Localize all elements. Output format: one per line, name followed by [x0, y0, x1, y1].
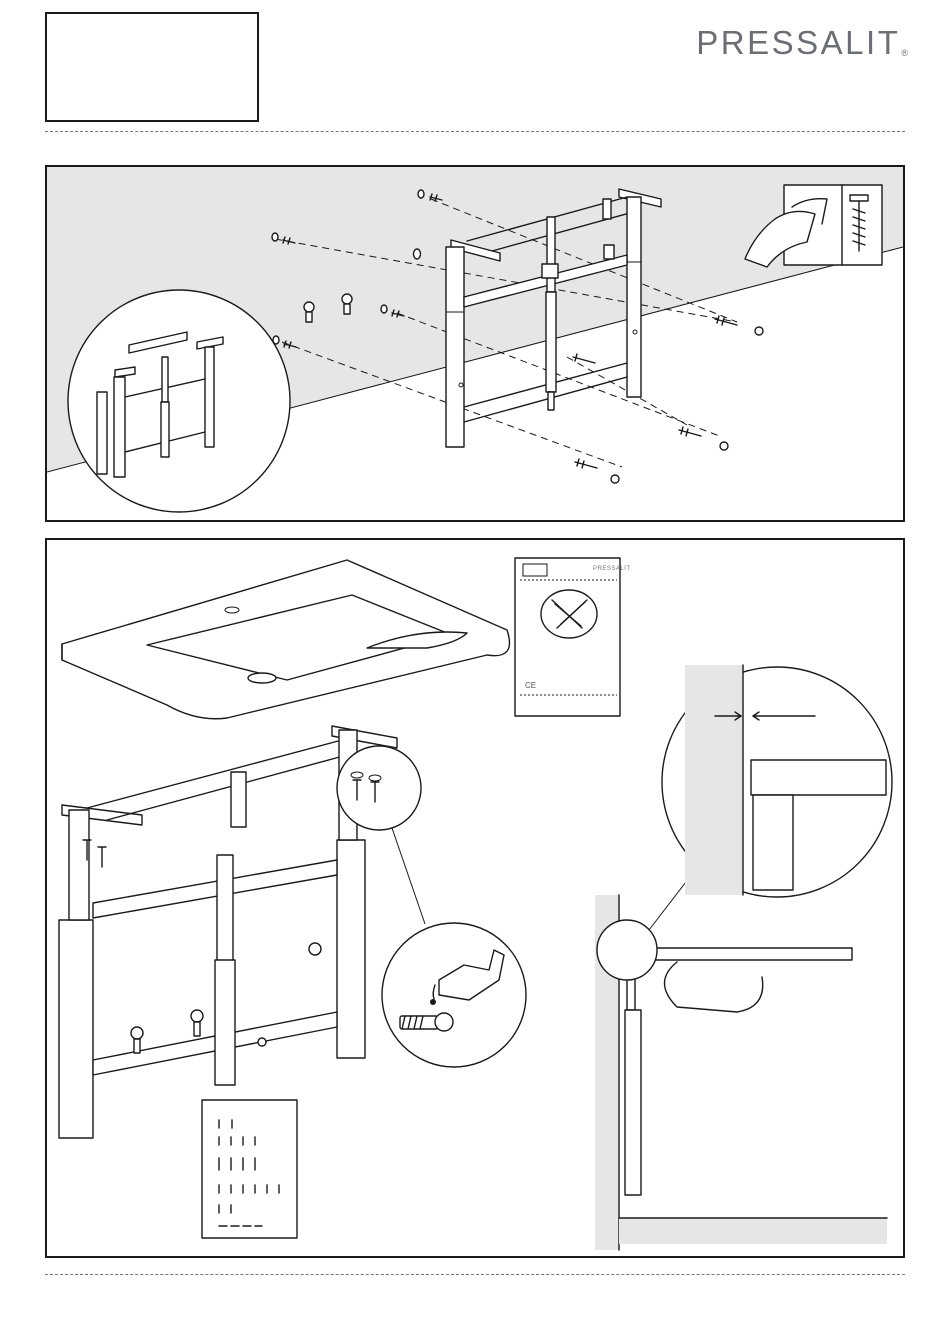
divider-bottom: [45, 1274, 905, 1275]
bolt-icon: [400, 1013, 453, 1031]
divider-top: [45, 131, 905, 132]
manual-ce-mark: CE: [525, 681, 536, 690]
washbasin-icon: [62, 560, 510, 719]
manual-brand: PRESSALIT: [593, 566, 631, 572]
hardware-kit-icon: [202, 1100, 297, 1238]
step-2-illustration: PRESSALIT CE: [47, 540, 903, 1256]
step-1-panel: [45, 165, 905, 522]
step-2-panel: PRESSALIT CE: [45, 538, 905, 1258]
brand-logo: PRESSALIT®: [696, 24, 908, 62]
step-1-illustration: [47, 167, 903, 520]
grease-can-icon: [382, 923, 526, 1067]
gap-arrow-icon: [662, 665, 892, 897]
manual-icon: PRESSALIT CE: [515, 558, 631, 716]
bolt-icon: [573, 316, 763, 483]
side-section-icon: [595, 865, 887, 1250]
label-box: [45, 12, 259, 122]
magnifier-detail-icon: [68, 290, 290, 512]
